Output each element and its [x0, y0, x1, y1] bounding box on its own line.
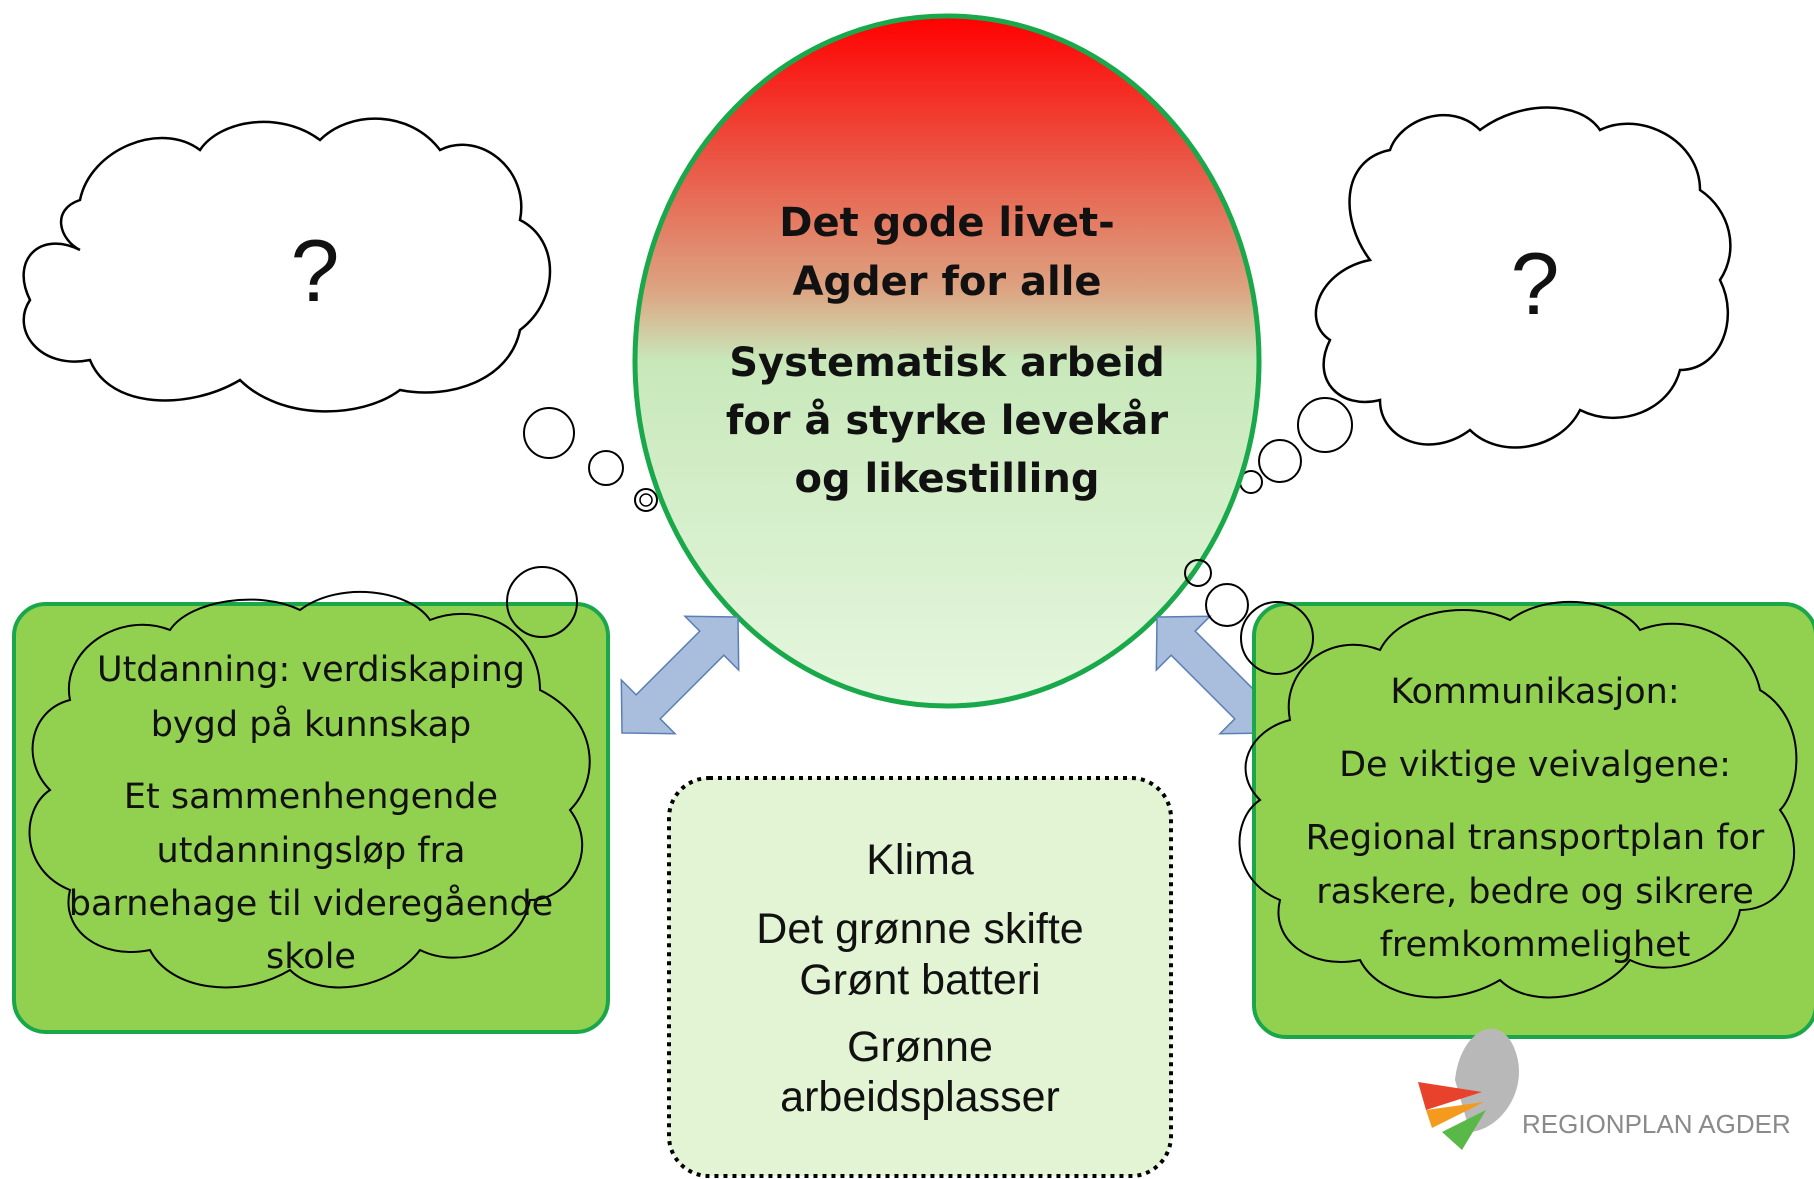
center-subtitle-line3: og likestilling: [794, 456, 1100, 502]
box-right-line1: Kommunikasjon:: [1390, 672, 1680, 712]
box-right-line2: De viktige veivalgene:: [1339, 745, 1731, 785]
logo-text: REGIONPLAN AGDER: [1522, 1109, 1791, 1139]
thought-bubble: [1258, 439, 1302, 483]
box-left-line5: barnehage til videregående: [68, 884, 554, 924]
box-left-line3: Et sammenhengende: [123, 777, 499, 817]
regionplan-logo: [1418, 1028, 1519, 1150]
box-bottom-line5: arbeidsplasser: [780, 1073, 1060, 1121]
logo-arrow-orange: [1426, 1102, 1484, 1128]
double-arrow-left: [620, 615, 740, 735]
thought-bubble: [523, 407, 575, 459]
box-bottom-line4: Grønne: [847, 1023, 993, 1071]
thought-bubble: [588, 450, 624, 486]
box-bottom-line3: Grønt batteri: [799, 956, 1041, 1004]
logo-arrow-green: [1442, 1110, 1486, 1150]
thought-bubble: [639, 493, 653, 507]
center-circle: [632, 13, 1262, 709]
cloud-right-question-mark: ?: [1510, 234, 1560, 333]
box-left-line6: skole: [266, 937, 356, 977]
center-title-line2: Agder for alle: [792, 259, 1102, 305]
logo-gray-shape: [1455, 1028, 1519, 1132]
thought-bubble: [506, 566, 578, 638]
box-right-line4: raskere, bedre og sikrere: [1316, 872, 1754, 912]
thought-bubble: [1240, 601, 1314, 675]
thought-bubble: [1297, 397, 1353, 453]
box-right: [1184, 559, 1814, 1039]
box-bottom-line2: Det grønne skifte: [756, 905, 1084, 953]
thought-cloud-right: [1239, 106, 1732, 494]
box-left: [12, 590, 610, 1034]
box-bottom: [667, 776, 1173, 1178]
center-title-line1: Det gode livet-: [779, 200, 1115, 246]
center-subtitle-line1: Systematisk arbeid: [729, 340, 1165, 386]
box-left-line4: utdanningsløp fra: [156, 831, 466, 871]
cloud-left-question-mark: ?: [290, 221, 340, 320]
logo-arrow-red: [1418, 1082, 1482, 1110]
box-left-line2: bygd på kunnskap: [150, 705, 472, 745]
thought-cloud-left: [22, 117, 658, 512]
box-left-line1: Utdanning: verdiskaping: [96, 650, 526, 690]
box-right-line3: Regional transportplan for: [1305, 818, 1765, 858]
thought-bubble: [1184, 559, 1212, 587]
center-subtitle-line2: for å styrke levekår: [725, 398, 1169, 444]
thought-bubble: [1205, 583, 1249, 627]
box-right-line5: fremkommelighet: [1379, 925, 1691, 965]
box-bottom-title: Klima: [866, 836, 974, 884]
